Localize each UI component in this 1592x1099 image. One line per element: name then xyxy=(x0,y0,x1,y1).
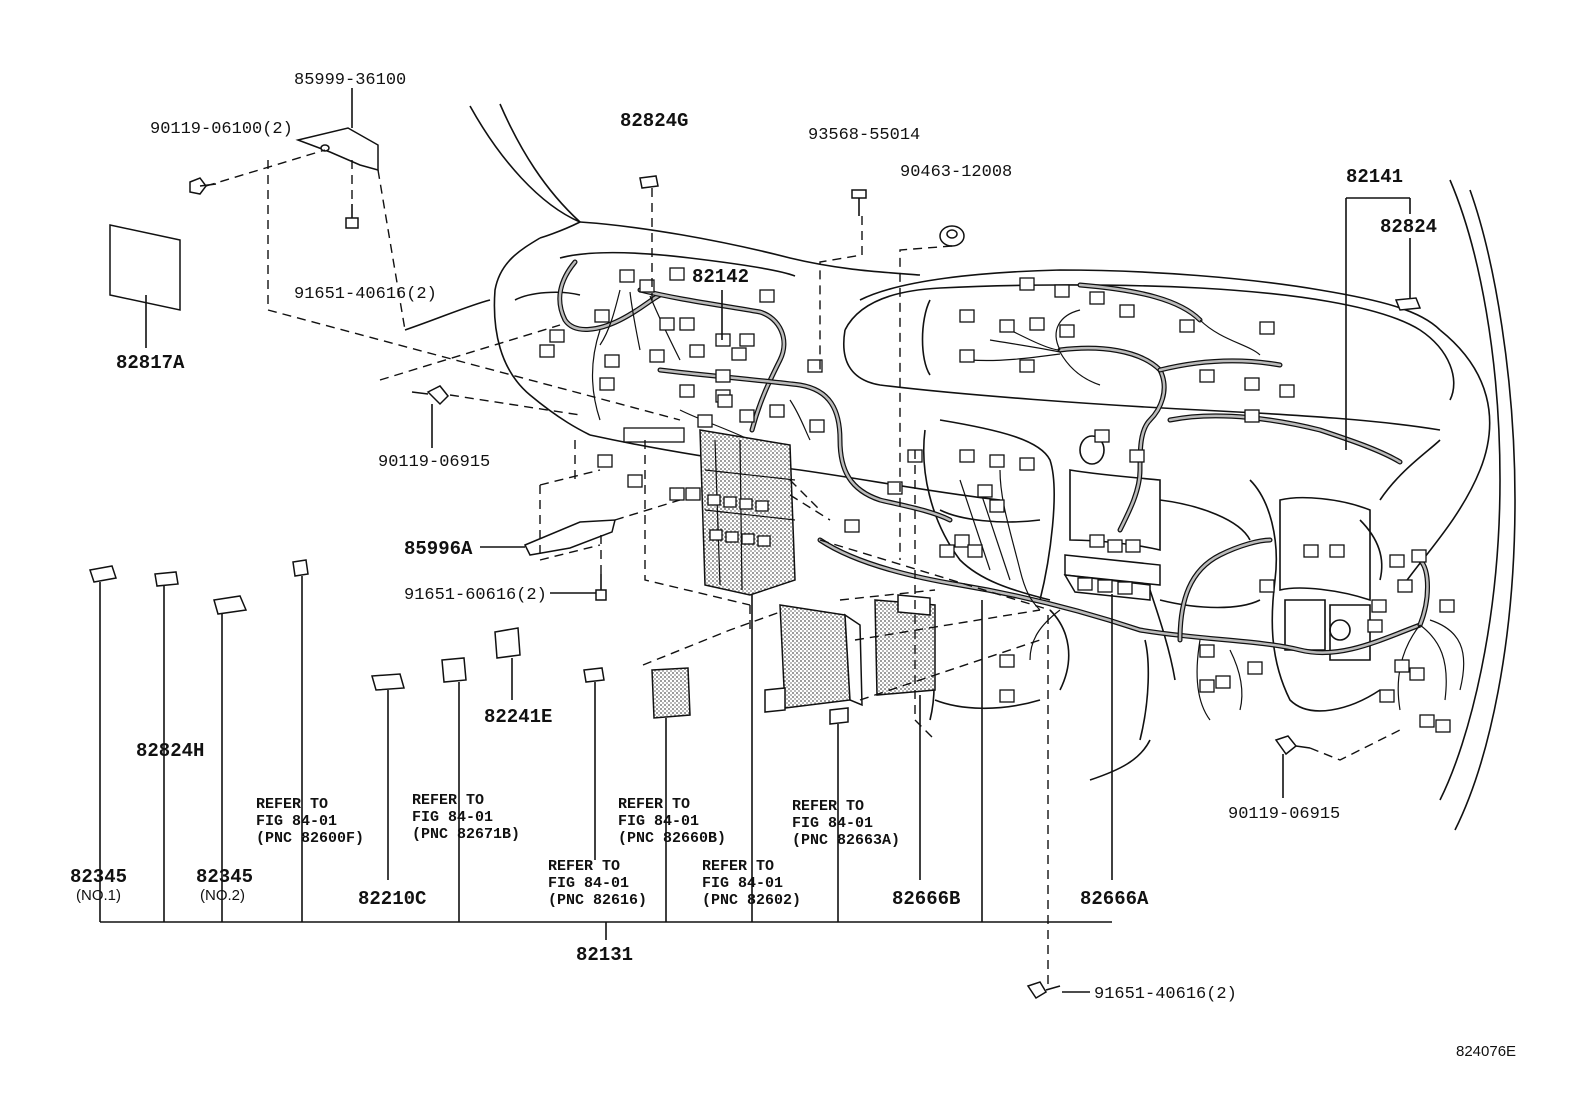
label-91651-60616: 91651-60616(2) xyxy=(404,586,547,605)
part-clip-82824 xyxy=(1394,297,1422,311)
svg-text:(PNC 82616): (PNC 82616) xyxy=(548,892,647,909)
ecu-box-82663a xyxy=(764,604,863,725)
part-connector-82210c xyxy=(371,673,405,691)
part-screw-91651-60616 xyxy=(595,574,607,601)
svg-text:FIG 84-01: FIG 84-01 xyxy=(792,815,873,832)
part-bolt-90119-06915-right xyxy=(1274,735,1311,756)
part-screw-91651-top xyxy=(345,204,359,229)
label-90119-06915-right: 90119-06915 xyxy=(1228,805,1340,824)
label-93568-55014: 93568-55014 xyxy=(808,126,920,145)
ecu-box-82666b xyxy=(874,594,936,696)
instrument-panel-outline xyxy=(404,103,1516,831)
part-label-82817a xyxy=(109,224,181,311)
part-connector-82616 xyxy=(583,667,605,683)
label-82142: 82142 xyxy=(692,266,749,288)
svg-text:FIG 84-01: FIG 84-01 xyxy=(618,813,699,830)
solid-leaders xyxy=(99,88,1411,993)
part-relay-82241e xyxy=(494,627,521,659)
part-bolt-91651-40616-bottom xyxy=(1026,981,1061,1000)
svg-text:REFER TO: REFER TO xyxy=(256,796,328,813)
label-82345-no2: 82345 xyxy=(196,866,253,888)
part-block-82660b xyxy=(651,667,691,719)
svg-text:(PNC 82663A): (PNC 82663A) xyxy=(792,832,900,849)
part-grommet-82345-no2 xyxy=(213,595,248,615)
part-clip-82824h xyxy=(154,571,179,587)
svg-text:FIG 84-01: FIG 84-01 xyxy=(412,809,493,826)
junction-block-82131 xyxy=(699,429,796,596)
part-bolt-90119-06100 xyxy=(189,177,217,195)
label-82345-no1-sub: (NO.1) xyxy=(76,887,121,904)
svg-text:FIG 84-01: FIG 84-01 xyxy=(702,875,783,892)
label-85999-36100: 85999-36100 xyxy=(294,71,406,90)
part-nut-90463 xyxy=(939,225,965,247)
svg-text:FIG 84-01: FIG 84-01 xyxy=(548,875,629,892)
ref-82616: REFER TO FIG 84-01 (PNC 82616) xyxy=(548,858,647,909)
callout-labels: 85999-36100 90119-06100(2) 82817A 91651-… xyxy=(70,71,1516,1060)
part-bolt-90119-06915-left xyxy=(411,385,450,406)
part-grommet-82345-no1 xyxy=(89,565,117,583)
ref-82671b: REFER TO FIG 84-01 (PNC 82671B) xyxy=(412,792,520,843)
label-82824h: 82824H xyxy=(136,740,204,762)
label-90119-06915-left: 90119-06915 xyxy=(378,453,490,472)
part-bracket-85999 xyxy=(295,127,379,171)
label-82345-no1: 82345 xyxy=(70,866,127,888)
label-82666a: 82666A xyxy=(1080,888,1149,910)
svg-text:(PNC 82671B): (PNC 82671B) xyxy=(412,826,520,843)
harness-connectors xyxy=(539,267,1455,733)
label-82141: 82141 xyxy=(1346,166,1403,188)
part-bracket-85996a xyxy=(523,519,616,556)
label-82824: 82824 xyxy=(1380,216,1437,238)
svg-text:(PNC 82600F): (PNC 82600F) xyxy=(256,830,364,847)
svg-text:(PNC 82660B): (PNC 82660B) xyxy=(618,830,726,847)
relay-block-82666a xyxy=(1063,554,1161,601)
label-82131: 82131 xyxy=(576,944,633,966)
label-90119-06100: 90119-06100(2) xyxy=(150,120,293,139)
part-clip-82600f xyxy=(292,559,309,577)
label-82817a: 82817A xyxy=(116,352,185,374)
label-82666b: 82666B xyxy=(892,888,960,910)
label-82824g: 82824G xyxy=(620,110,688,132)
label-91651-40616-top: 91651-40616(2) xyxy=(294,285,437,304)
wire-harness xyxy=(557,259,1465,721)
ref-82600f: REFER TO FIG 84-01 (PNC 82600F) xyxy=(256,796,364,847)
ref-82602: REFER TO FIG 84-01 (PNC 82602) xyxy=(702,858,801,909)
svg-text:REFER TO: REFER TO xyxy=(702,858,774,875)
svg-text:(PNC 82602): (PNC 82602) xyxy=(702,892,801,909)
part-screw-93568 xyxy=(851,189,867,216)
reference-notes: REFER TO FIG 84-01 (PNC 82600F) REFER TO… xyxy=(256,792,900,909)
label-85996a: 85996A xyxy=(404,538,473,560)
ref-82663a: REFER TO FIG 84-01 (PNC 82663A) xyxy=(792,798,900,849)
svg-text:REFER TO: REFER TO xyxy=(412,792,484,809)
part-connector-82671b xyxy=(441,657,467,683)
svg-text:FIG 84-01: FIG 84-01 xyxy=(256,813,337,830)
label-82345-no2-sub: (NO.2) xyxy=(200,887,245,904)
label-82241e: 82241E xyxy=(484,706,552,728)
svg-text:REFER TO: REFER TO xyxy=(548,858,620,875)
label-90463-12008: 90463-12008 xyxy=(900,163,1012,182)
svg-text:REFER TO: REFER TO xyxy=(792,798,864,815)
part-clip-82824g xyxy=(639,175,659,189)
ref-82660b: REFER TO FIG 84-01 (PNC 82660B) xyxy=(618,796,726,847)
diagram-id: 824076E xyxy=(1456,1043,1516,1060)
label-82210c: 82210C xyxy=(358,888,426,910)
svg-text:REFER TO: REFER TO xyxy=(618,796,690,813)
dashed-leaders xyxy=(205,149,1401,985)
label-91651-40616-bottom: 91651-40616(2) xyxy=(1094,985,1237,1004)
